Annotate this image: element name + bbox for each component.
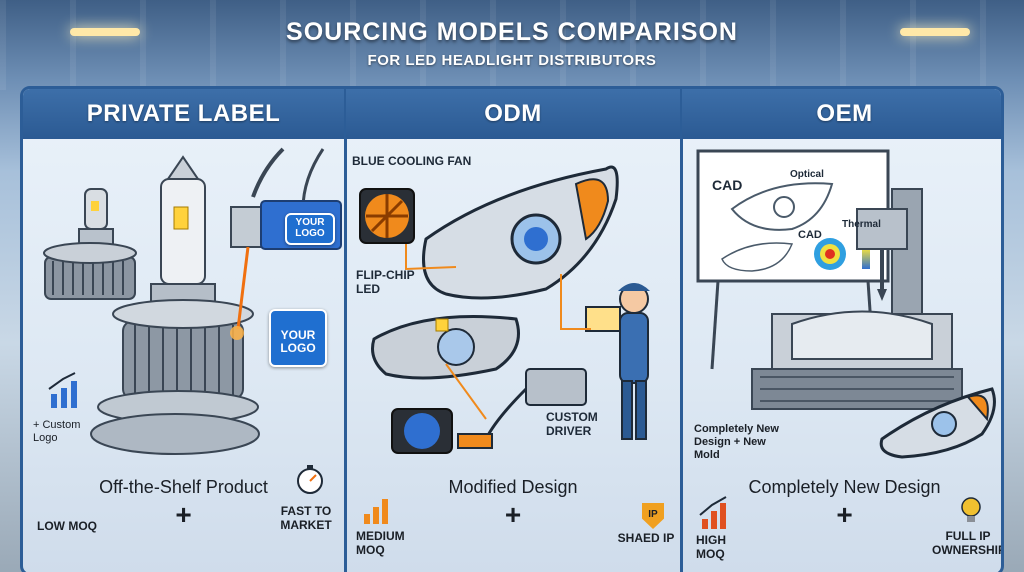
- panel-divider: [344, 89, 347, 572]
- large-bulb-icon: [90, 155, 260, 455]
- plus-sign: +: [504, 499, 522, 530]
- design-label: Completely New Design: [748, 477, 941, 497]
- page-title: SOURCING MODELS COMPARISON: [286, 18, 738, 46]
- lightbulb-icon: [961, 497, 981, 522]
- laser-logo-badge: YOUR LOGO: [285, 213, 335, 245]
- cooling-fan-icon: [359, 188, 415, 244]
- cad-illustration: [696, 149, 996, 529]
- cnc-machine-icon: [751, 188, 963, 410]
- ceiling-light: [900, 28, 970, 36]
- fan-icon-2: [391, 408, 453, 454]
- ip-shield-icon: IP: [642, 503, 664, 529]
- moq-label: HIGH MOQ: [696, 533, 726, 562]
- led-module-icon: [371, 315, 520, 380]
- custom-logo-label: + Custom Logo: [33, 419, 81, 445]
- panel-heading: OEM: [682, 89, 1001, 139]
- thermal-label: Thermal: [842, 219, 881, 230]
- growth-chart-icon: [48, 372, 77, 408]
- panel-oem: OEM: [682, 89, 1004, 572]
- cad-label-2: CAD: [798, 229, 822, 241]
- stopwatch-icon: [297, 465, 323, 494]
- small-bulb-icon: [43, 188, 137, 300]
- driver-box-icon: [457, 368, 587, 449]
- panel-odm: ODM: [346, 89, 680, 572]
- new-mold-label: Completely New Design + New Mold: [694, 423, 779, 462]
- technician-icon: [585, 283, 650, 440]
- plus-sign: +: [836, 499, 853, 530]
- page-subtitle: FOR LED HEADLIGHT DISTRIBUTORS: [367, 52, 657, 69]
- ip-ownership-label: FULL IP OWNERSHIP: [932, 529, 1004, 558]
- optical-label: Optical: [790, 169, 824, 180]
- panel-divider: [680, 89, 683, 572]
- logo-badge: YOUR LOGO: [269, 309, 327, 367]
- comparison-frame: PRIVATE LABEL: [20, 86, 1004, 572]
- headlight-icon: [422, 165, 619, 300]
- headlight-illustration: [359, 165, 650, 524]
- moq-label: MEDIUM MOQ: [356, 529, 405, 558]
- market-speed-label: FAST TO MARKET: [280, 504, 332, 533]
- design-label: Modified Design: [448, 477, 578, 497]
- cad-label: CAD: [712, 177, 743, 193]
- fan-label: BLUE COOLING FAN: [352, 154, 472, 168]
- design-label: Off-the-Shelf Product: [99, 477, 268, 497]
- panel-private-label: PRIVATE LABEL: [23, 89, 344, 572]
- bulb-illustration: [43, 147, 342, 494]
- new-headlight-icon: [879, 387, 996, 459]
- driver-label: CUSTOM DRIVER: [546, 410, 598, 438]
- led-label: FLIP-CHIP LED: [356, 268, 415, 296]
- ip-label: SHAED IP: [617, 531, 675, 545]
- panel-heading: ODM: [346, 89, 680, 139]
- bar-chart-icon: [364, 499, 388, 524]
- plus-sign: +: [175, 499, 192, 530]
- panel-heading: PRIVATE LABEL: [23, 89, 344, 139]
- ceiling-light: [70, 28, 140, 36]
- moq-label: LOW MOQ: [37, 519, 97, 533]
- warehouse-ceiling: [0, 0, 1024, 90]
- growth-chart-icon: [699, 496, 727, 529]
